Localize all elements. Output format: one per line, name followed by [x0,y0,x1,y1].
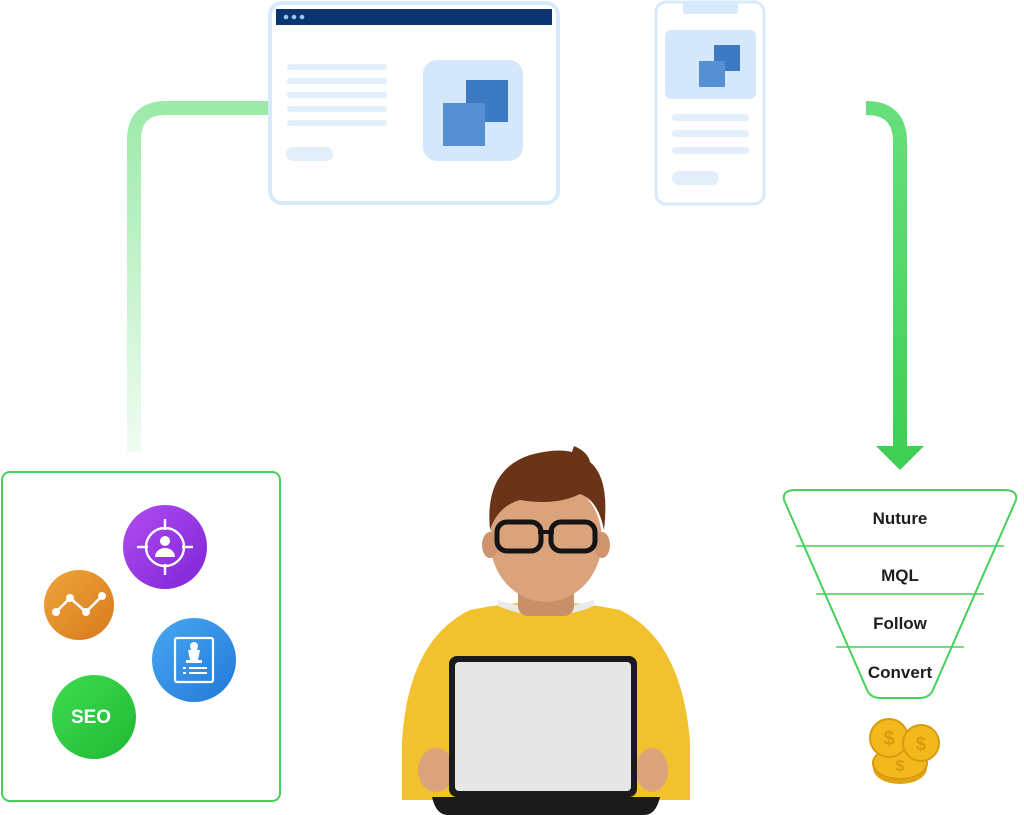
funnel-dividers [796,545,1004,648]
sales-funnel: Nuture MQL Follow Convert [782,489,1018,699]
person-face [490,478,602,602]
funnel-stage-convert: Convert [868,663,933,682]
mobile-phone-card [654,0,766,206]
laptop-screen [455,662,631,791]
seo-badge: SEO [52,675,136,759]
funnel-stage-mql: MQL [881,566,919,585]
text-placeholder-lines [287,64,387,126]
flow-arrow-head [876,446,924,470]
funnel-stage-follow: Follow [873,614,928,633]
marketing-channels-panel: SEO [1,471,281,802]
coin-stack-icon: $ $ $ [869,718,940,784]
person-ear [482,532,498,558]
glasses-icon [494,519,598,554]
window-dot-icon [291,14,297,20]
chess-document-icon [173,636,215,684]
target-person-icon [137,519,193,575]
flow-path-left [127,101,270,452]
svg-text:$: $ [916,734,926,754]
person-with-laptop-illustration [402,446,690,815]
button-placeholder [672,171,719,185]
browser-window-card [268,1,560,205]
analytics-badge [44,570,114,640]
targeting-badge [123,505,207,589]
person-hand [418,748,454,792]
text-placeholder-lines [672,114,749,154]
svg-text:$: $ [883,728,894,750]
svg-text:$: $ [896,758,905,775]
window-dot-icon [283,14,289,20]
squares-icon-front [443,103,485,146]
person-hand [636,748,668,792]
person-ear [594,532,610,558]
phone-notch [683,2,738,14]
laptop-base [432,797,660,815]
browser-title-bar [276,9,552,25]
funnel-stage-nuture: Nuture [873,509,928,528]
window-dot-icon [299,14,305,20]
strategy-badge [152,618,236,702]
trend-line-icon [52,592,106,616]
seo-badge-label: SEO [71,707,111,728]
flow-path [127,101,924,470]
flow-path-right [865,101,907,448]
squares-icon-front [699,61,725,87]
person-hair [489,446,606,530]
button-placeholder [286,147,333,161]
